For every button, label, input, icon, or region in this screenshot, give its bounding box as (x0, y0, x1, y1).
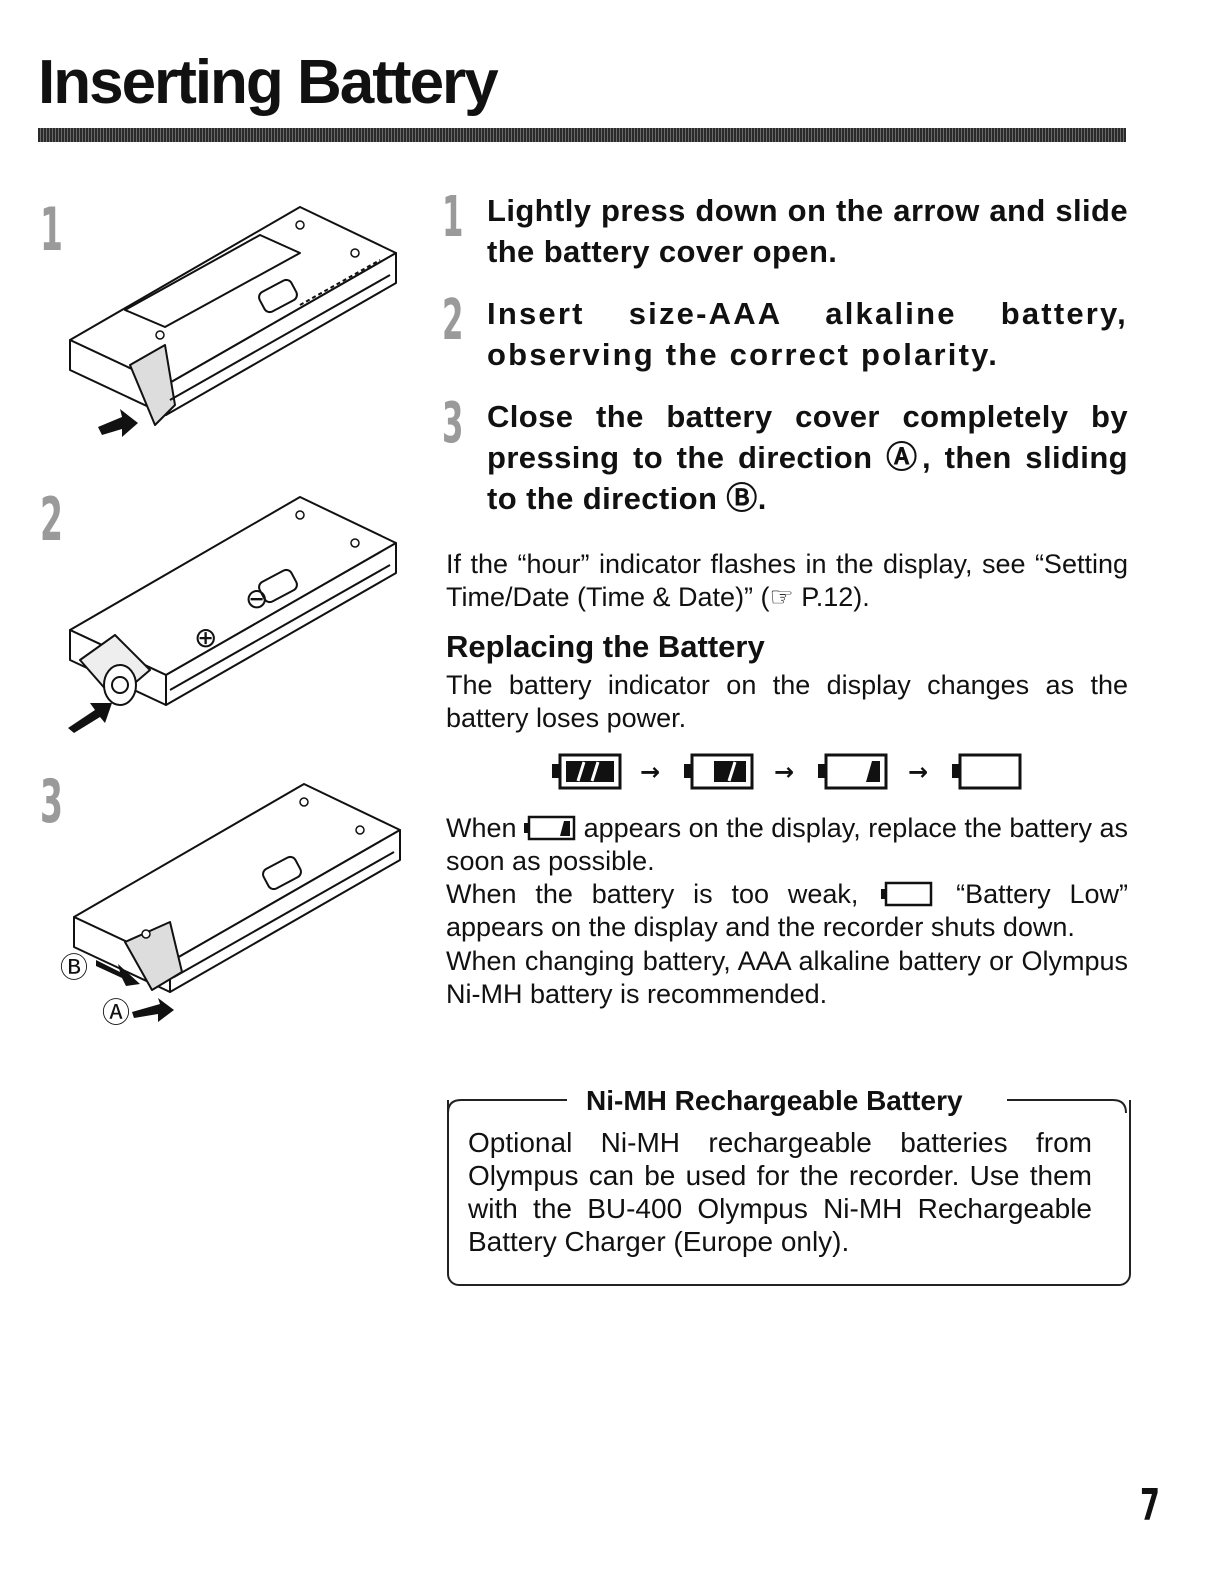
text-fragment: “Battery Low” appears on the display and… (446, 879, 1128, 942)
battery-empty-icon (952, 753, 1022, 790)
step-1: 1 Lightly press down on the arrow and sl… (442, 190, 1128, 280)
battery-one-third-icon (818, 753, 888, 790)
direction-b-mark: Ⓑ (60, 951, 88, 984)
step-text: Insert size-AAA alkaline battery, observ… (487, 296, 1128, 372)
battery-full-icon (552, 753, 622, 790)
step-number: 3 (442, 391, 464, 456)
step-number: 1 (442, 185, 464, 250)
step-text-line: pressing to the direction Ⓐ, then slidin… (487, 440, 1128, 475)
replace-soon-text: When appears on the display, replace the… (446, 812, 1128, 878)
title-rule (38, 128, 1126, 142)
recorder-insert-battery-illustration: ⊕ ⊖ (68, 496, 397, 733)
step-2: 2 Insert size-AAA alkaline battery, obse… (442, 293, 1128, 383)
text-fragment: appears on the display, replace the batt… (446, 813, 1128, 876)
step-text-line: Close the battery cover completely by (487, 399, 1128, 434)
page-title: Inserting Battery (38, 48, 499, 117)
page-number: 7 (1140, 1480, 1160, 1531)
battery-one-third-icon (524, 815, 576, 841)
nimh-note-title: Ni-MH Rechargeable Battery (574, 1084, 975, 1118)
step-number: 2 (442, 288, 464, 353)
step-text: Lightly press down on the arrow and slid… (487, 193, 1128, 269)
battery-indicator-sequence: → → → (552, 753, 1022, 790)
minus-mark: ⊖ (245, 582, 268, 615)
hour-indicator-note: If the “hour” indicator flashes in the d… (446, 549, 1128, 612)
step-3: 3 Close the battery cover completely by … (442, 396, 1128, 521)
arrow-icon: → (908, 758, 928, 786)
section-heading: Replacing the Battery (446, 629, 765, 664)
nimh-note-box (447, 1100, 1131, 1286)
recorder-open-cover-illustration (69, 206, 397, 437)
arrow-icon: → (640, 758, 660, 786)
text-fragment: When the battery is too weak, (446, 879, 859, 909)
battery-intro-text: The battery indicator on the display cha… (446, 670, 1128, 733)
step-text-line: to the direction Ⓑ. (487, 481, 767, 516)
plus-mark: ⊕ (194, 621, 217, 654)
step-text: Close the battery cover completely by pr… (487, 396, 1128, 519)
nimh-note-body: Optional Ni-MH rechargeable batteries fr… (468, 1127, 1092, 1257)
text-fragment: When (446, 813, 517, 843)
nimh-note-box-top-border (447, 1099, 1127, 1114)
recorder-close-cover-illustration: Ⓑ Ⓐ (60, 783, 401, 1029)
battery-low-text: When the battery is too weak, “Battery L… (446, 878, 1128, 944)
arrow-icon: → (774, 758, 794, 786)
figure-number-2: 2 (40, 485, 63, 555)
battery-empty-icon (881, 881, 933, 907)
battery-recommendation-text: When changing battery, AAA alkaline batt… (446, 946, 1128, 1009)
figure-number-1: 1 (40, 195, 63, 265)
battery-two-thirds-icon (684, 753, 754, 790)
figure-number-3: 3 (40, 767, 63, 837)
direction-a-mark: Ⓐ (102, 996, 130, 1029)
